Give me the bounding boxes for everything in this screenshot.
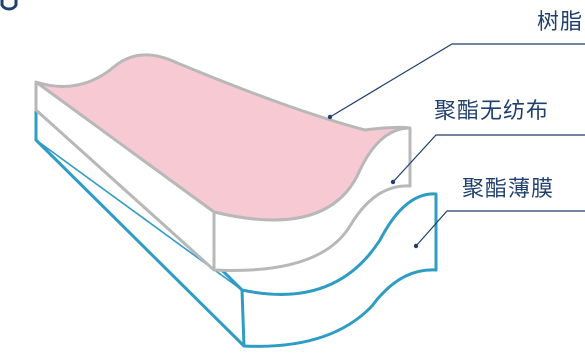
nonwoven-layer-body xyxy=(36,82,410,271)
film-layer-outline xyxy=(34,86,438,348)
label-resin: 树脂 xyxy=(537,10,584,35)
resin-layer xyxy=(34,53,412,222)
leader-line-film xyxy=(415,210,585,247)
leader-lines xyxy=(327,43,585,249)
leader-line-resin xyxy=(329,43,585,118)
nonwoven-layer-outline xyxy=(34,82,412,272)
label-film: 聚酯薄膜 xyxy=(462,177,555,202)
resin-layer-surface xyxy=(34,53,412,222)
label-nonwoven: 聚酯无纺布 xyxy=(434,99,550,124)
leader-line-nonwoven xyxy=(392,134,585,183)
header-mark-fragment xyxy=(0,0,18,11)
leader-dot-film xyxy=(413,243,419,249)
leader-dot-resin xyxy=(327,114,333,120)
film-layer-front-line xyxy=(240,289,246,347)
leader-dot-nonwoven xyxy=(390,179,396,185)
film-layer-body xyxy=(36,86,436,347)
nonwoven-layer xyxy=(34,82,412,272)
